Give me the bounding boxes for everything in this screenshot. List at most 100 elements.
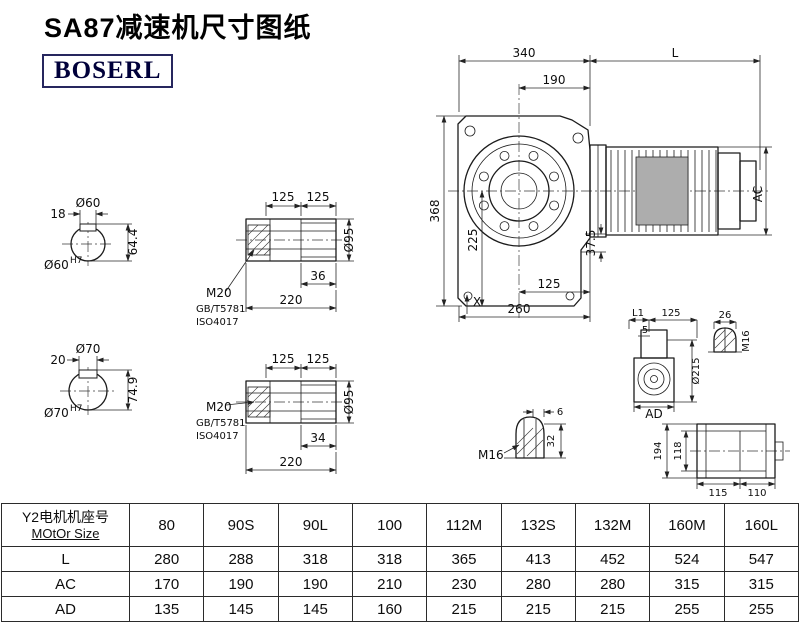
dim-368-label: 368: [428, 200, 442, 223]
dim-225-label: 225: [466, 229, 480, 252]
stud-view-upper: 26 M16: [708, 310, 752, 353]
shaft70-key-width: 20: [50, 353, 65, 367]
stud-upper-dim-26: 26: [719, 310, 732, 321]
value-cell: 318: [351, 546, 428, 572]
hollow1-dim-220: 220: [280, 293, 303, 307]
side-dim-5: 5: [642, 325, 648, 336]
motor-size-header-cell: Y2电机机座号 MOtOr Size: [1, 503, 130, 547]
hollow-shaft-detail-1: 125 125 36 220 Ø95 M20 GB/T5781 ISO4017: [196, 190, 356, 328]
value-cell: 413: [500, 546, 576, 572]
shaft70-fit-tolerance: H7: [70, 404, 83, 414]
table-header-row: Y2电机机座号 MOtOr Size 80 90S 90L 100 112M 1…: [1, 503, 800, 547]
value-cell: 160: [351, 596, 428, 622]
hollow1-dim-125b: 125: [307, 190, 330, 204]
dim-190-label: 190: [543, 73, 566, 87]
value-cell: 315: [649, 571, 725, 597]
flange-dim-194: 194: [653, 441, 664, 460]
hollow2-dim-125a: 125: [272, 352, 295, 366]
table-row-AC: AC 170 190 190 210 230 280 280 315 315: [1, 571, 800, 597]
row-label-AD: AD: [1, 596, 130, 622]
value-cell: 315: [723, 571, 800, 597]
col-header-112m: 112M: [426, 503, 502, 547]
value-cell: 210: [351, 571, 428, 597]
side-dim-AD: AD: [645, 407, 662, 421]
row-label-AC: AC: [1, 571, 130, 597]
value-cell: 190: [203, 571, 279, 597]
flange-side-view: 194 118 115 110: [653, 423, 790, 499]
technical-drawing: 340 L 190 368 225 37.5 125 260 X AC Ø60 …: [44, 46, 790, 499]
datum-x-label: X: [473, 295, 481, 309]
col-header-160l: 160L: [723, 503, 800, 547]
value-cell: 255: [723, 596, 800, 622]
value-cell: 230: [426, 571, 502, 597]
dim-260-label: 260: [508, 302, 531, 316]
value-cell: 170: [128, 571, 205, 597]
col-header-100: 100: [351, 503, 428, 547]
shaft70-dia-label: Ø70: [76, 342, 101, 356]
hollow1-dia-95: Ø95: [342, 228, 356, 253]
value-cell: 145: [277, 596, 353, 622]
main-view: 340 L 190 368 225 37.5 125 260 X AC: [428, 46, 772, 322]
col-header-90l: 90L: [277, 503, 353, 547]
hollow1-std-iso: ISO4017: [196, 317, 239, 328]
motor: [589, 144, 757, 238]
dim-AC-label: AC: [751, 186, 765, 202]
hollow2-std-gb: GB/T5781: [196, 418, 246, 429]
shaft60-key-width: 18: [50, 207, 65, 221]
hollow2-std-iso: ISO4017: [196, 431, 239, 442]
hollow1-std-gb: GB/T5781: [196, 304, 246, 315]
motor-size-header-en: MOtOr Size: [31, 526, 100, 541]
hollow1-thread-label: M20: [206, 286, 232, 300]
col-header-160m: 160M: [649, 503, 725, 547]
col-header-132m: 132M: [574, 503, 651, 547]
value-cell: 318: [277, 546, 353, 572]
col-header-90s: 90S: [203, 503, 279, 547]
value-cell: 280: [574, 571, 651, 597]
hollow1-dim-125a: 125: [272, 190, 295, 204]
side-dim-125: 125: [661, 308, 680, 319]
side-profile-view: L1 125 5 Ø215 AD: [628, 308, 702, 421]
flange-dim-118: 118: [673, 441, 684, 460]
shaft60-fit-label: Ø60: [44, 258, 69, 272]
value-cell: 255: [649, 596, 725, 622]
hollow2-dim-125b: 125: [307, 352, 330, 366]
flange-dim-110: 110: [747, 488, 766, 499]
motor-size-table: Y2电机机座号 MOtOr Size 80 90S 90L 100 112M 1…: [1, 503, 800, 622]
hollow2-thread-label: M20: [206, 400, 232, 414]
value-cell: 215: [574, 596, 651, 622]
page-title: SA87减速机尺寸图纸: [44, 13, 312, 43]
value-cell: 190: [277, 571, 353, 597]
value-cell: 135: [128, 596, 205, 622]
col-header-132s: 132S: [500, 503, 576, 547]
shaft70-key-height: 74.9: [126, 377, 140, 404]
value-cell: 145: [203, 596, 279, 622]
stud-lower-dim-32: 32: [546, 435, 557, 448]
shaft-60-view: Ø60 18 64.4 Ø60 H7: [44, 196, 140, 272]
motor-size-header-cn: Y2电机机座号: [21, 509, 110, 525]
hollow2-dia-95: Ø95: [342, 390, 356, 415]
value-cell: 524: [649, 546, 725, 572]
hollow-shaft-detail-2: 125 125 34 220 Ø95 M20 GB/T5781 ISO4017: [196, 352, 356, 474]
hollow2-dim-34: 34: [310, 431, 325, 445]
side-dia-215: Ø215: [690, 358, 702, 385]
stud-view-lower: 6 32 M16: [478, 407, 566, 462]
dim-340-label: 340: [513, 46, 536, 60]
row-label-L: L: [1, 546, 130, 572]
dim-125-label: 125: [538, 277, 561, 291]
hollow2-dim-220: 220: [280, 455, 303, 469]
shaft-70-view: Ø70 20 74.9 Ø70 H7: [44, 342, 140, 420]
value-cell: 215: [500, 596, 576, 622]
value-cell: 280: [128, 546, 205, 572]
dim-37-5-label: 37.5: [584, 230, 598, 257]
shaft70-fit-label: Ø70: [44, 406, 69, 420]
boserl-logo: BOSERL: [42, 54, 174, 88]
value-cell: 280: [500, 571, 576, 597]
flange-dim-115: 115: [708, 488, 727, 499]
value-cell: 452: [574, 546, 651, 572]
stud-upper-m16-label: M16: [741, 330, 752, 351]
stud-lower-dim-6: 6: [557, 407, 563, 418]
value-cell: 547: [723, 546, 800, 572]
shaft60-fit-tolerance: H7: [70, 256, 83, 266]
shaft60-dia-label: Ø60: [76, 196, 101, 210]
hollow1-dim-36: 36: [310, 269, 325, 283]
